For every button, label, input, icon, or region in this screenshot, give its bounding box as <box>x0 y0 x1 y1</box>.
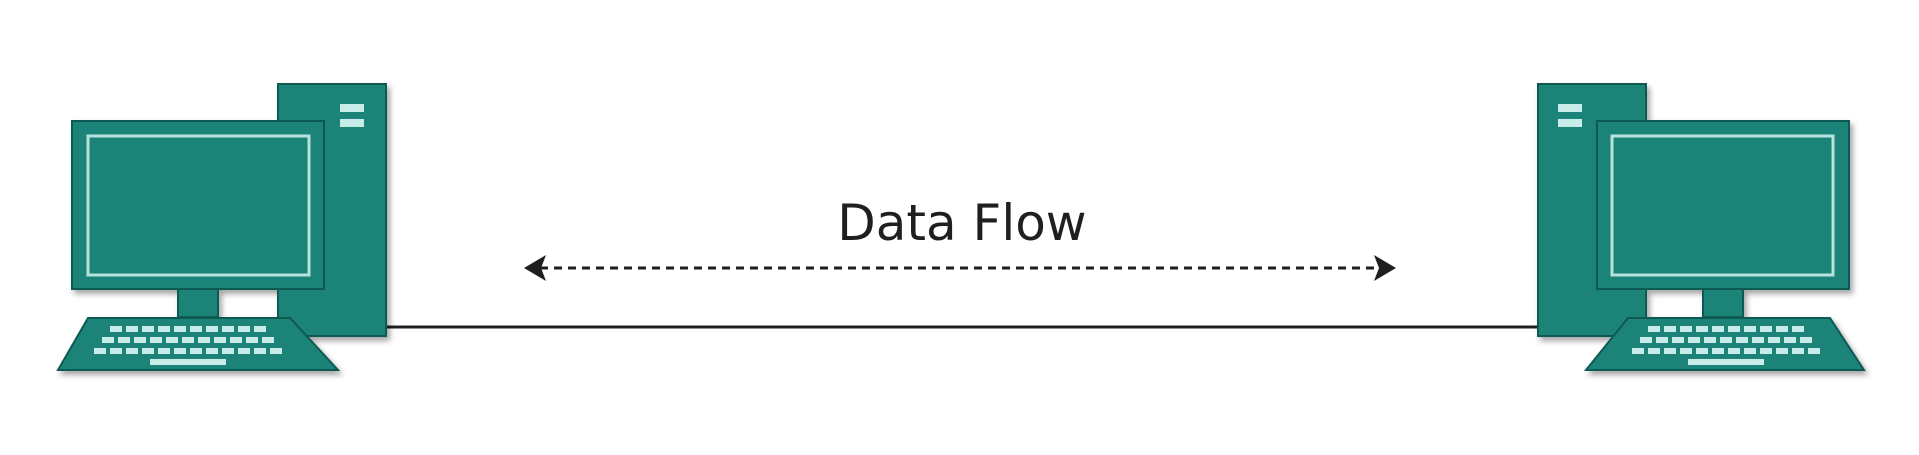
monitor-screen <box>86 134 311 277</box>
computer-right-icon <box>1537 83 1866 371</box>
keyboard-keys <box>94 326 282 365</box>
tower-drive-bay <box>340 104 364 112</box>
arrowhead-right <box>1374 255 1396 281</box>
tower-drive-bay <box>1558 104 1582 112</box>
keyboard-keys <box>1632 326 1820 365</box>
monitor-stand <box>177 288 219 318</box>
tower-drive-bay <box>1558 119 1582 127</box>
arrowhead-left <box>524 255 546 281</box>
computer-left-icon <box>56 83 387 371</box>
monitor-stand <box>1702 288 1744 318</box>
data-flow-arrow <box>524 255 1396 281</box>
data-flow-label: Data Flow <box>837 194 1086 252</box>
tower-drive-bay <box>340 119 364 127</box>
monitor-screen <box>1610 134 1835 277</box>
